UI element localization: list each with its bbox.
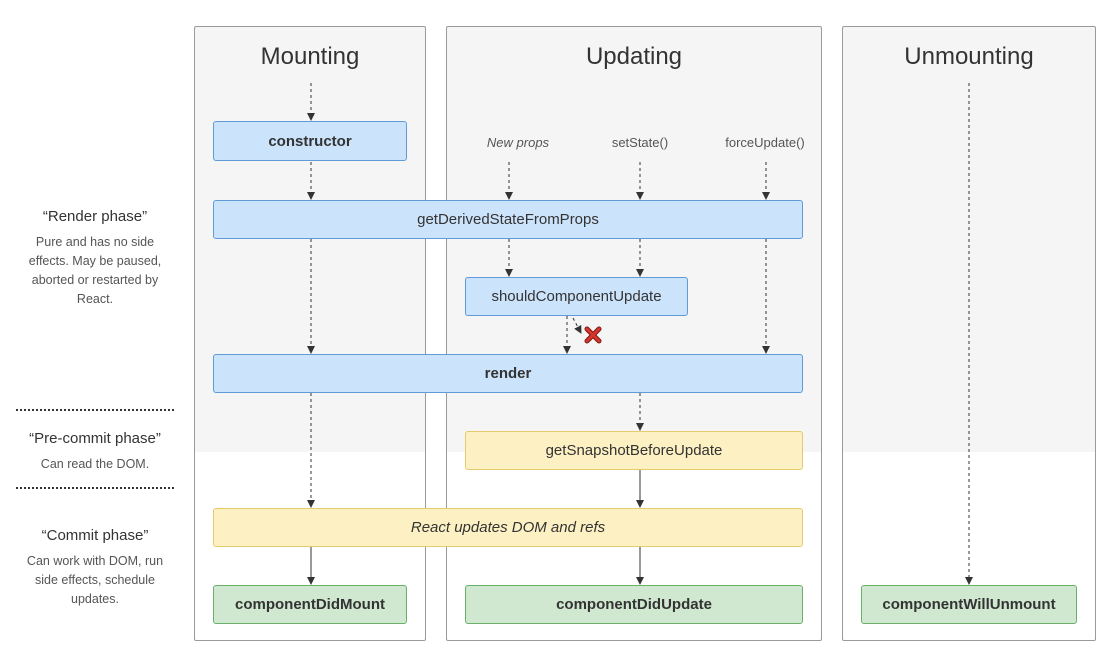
- should-component-update-box[interactable]: shouldComponentUpdate: [465, 277, 688, 316]
- set-state-trigger: setState(): [611, 135, 669, 150]
- precommit-phase-description: Can read the DOM.: [40, 457, 150, 471]
- get-derived-state-box[interactable]: getDerivedStateFromProps: [213, 200, 803, 239]
- component-did-mount-box[interactable]: componentDidMount: [213, 585, 407, 624]
- dom-update-box: React updates DOM and refs: [213, 508, 803, 547]
- render-phase-description: Pure and has no side effects. May be pau…: [28, 235, 162, 306]
- unmounting-title: Unmounting: [904, 43, 1034, 70]
- updating-title: Updating: [585, 43, 683, 70]
- updating-column: [446, 26, 822, 641]
- phase-separator-render-precommit: [16, 409, 174, 411]
- commit-phase-title: “Commit phase”: [41, 527, 149, 544]
- commit-phase-description: Can work with DOM, run side effects, sch…: [26, 554, 164, 606]
- constructor-box[interactable]: constructor: [213, 121, 407, 161]
- mounting-column: [194, 26, 426, 641]
- new-props-trigger: New props: [486, 135, 550, 150]
- force-update-trigger: forceUpdate(): [725, 135, 805, 150]
- mounting-title: Mounting: [260, 43, 360, 70]
- component-will-unmount-box[interactable]: componentWillUnmount: [861, 585, 1077, 624]
- precommit-phase-title: “Pre-commit phase”: [29, 430, 161, 447]
- render-box[interactable]: render: [213, 354, 803, 393]
- unmounting-column: [842, 26, 1096, 641]
- component-did-update-box[interactable]: componentDidUpdate: [465, 585, 803, 624]
- phase-separator-precommit-commit: [16, 487, 174, 489]
- render-phase-title: “Render phase”: [42, 208, 148, 225]
- get-snapshot-box[interactable]: getSnapshotBeforeUpdate: [465, 431, 803, 470]
